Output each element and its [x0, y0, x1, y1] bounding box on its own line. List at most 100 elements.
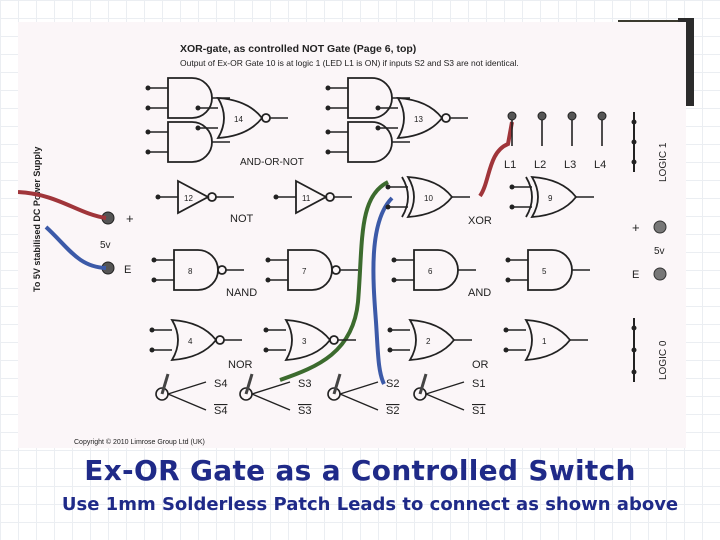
aoi-and-bot-0-input-pin	[145, 129, 151, 135]
not-gate-12-input-pin	[155, 194, 161, 200]
aoi-and-bot-0-input-pin	[145, 149, 151, 155]
aoi-and-top-1	[347, 77, 393, 119]
nor-gate-3-input-pin	[263, 327, 269, 333]
and-gate-5-input-pin	[505, 257, 511, 263]
switch-bar-label-s3: S3	[298, 405, 311, 417]
led-label-1: L1	[504, 159, 516, 171]
or-gate-2-input-pin	[387, 347, 393, 353]
logic-rail-pin	[631, 119, 637, 125]
switch-3-lead-down	[339, 393, 379, 411]
label-and: AND	[468, 287, 491, 299]
xor-gate-10-input-pin	[385, 204, 391, 210]
and-gate-6-number: 6	[428, 267, 433, 276]
nor-gate-3-number: 3	[302, 337, 307, 346]
xor-gate-10	[406, 175, 454, 219]
aoi-and-bot-1-input-pin	[325, 129, 331, 135]
nor-gate-3	[284, 318, 332, 362]
xor-gate-9	[530, 175, 578, 219]
not-gate-11-number: 11	[302, 194, 311, 203]
right-plus-terminal	[653, 220, 667, 234]
not-gate-12	[177, 179, 210, 215]
switch-1-lead-down	[167, 393, 207, 411]
and-gate-6-input-pin	[391, 277, 397, 283]
label-xor: XOR	[468, 215, 492, 227]
label-not: NOT	[230, 213, 254, 225]
switch-bar-label-s2: S2	[386, 405, 399, 417]
nor-gate-4-input-pin	[149, 327, 155, 333]
xor-gate-9-xor-arc	[525, 176, 533, 218]
or-gate-2-input-pin	[387, 327, 393, 333]
aoi-nor-1-number: 13	[414, 115, 423, 124]
switch-label-s1: S1	[472, 378, 485, 390]
slide-subtitle: Use 1mm Solderless Patch Leads to connec…	[61, 494, 679, 515]
switch-1-lead-up	[167, 381, 207, 395]
logic0-label: LOGIC 0	[658, 340, 669, 380]
switch-4-lever	[418, 373, 428, 395]
or-gate-1-input-pin	[503, 347, 509, 353]
logic-rail-pin	[631, 325, 637, 331]
right-e-label: E	[632, 269, 639, 281]
nor-gate-4-number: 4	[188, 337, 193, 346]
switch-3-lever	[332, 373, 342, 395]
label-nor: NOR	[228, 359, 253, 371]
xor-gate-9-number: 9	[548, 194, 553, 203]
and-gate-5-input-pin	[505, 277, 511, 283]
switch-label-s3: S3	[298, 378, 311, 390]
xor-gate-10-xor-arc	[401, 176, 409, 218]
aoi-and-bot-1	[347, 121, 393, 163]
not-gate-11-input-pin	[273, 194, 279, 200]
nand-gate-8-input-pin	[151, 277, 157, 283]
xor-gate-10-input-pin	[385, 184, 391, 190]
or-gate-1-input-pin	[503, 327, 509, 333]
and-gate-5-number: 5	[542, 267, 547, 276]
switch-2-lead-down	[251, 393, 291, 411]
aoi-and-bot-1-input-pin	[325, 149, 331, 155]
led-label-3: L3	[564, 159, 576, 171]
or-gate-2	[408, 318, 456, 362]
led-label-2: L2	[534, 159, 546, 171]
red-supply-wire	[18, 190, 107, 220]
copyright-text: Copyright © 2010 Limrose Group Ltd (UK)	[74, 438, 205, 446]
label-and-or-not: AND-OR-NOT	[240, 157, 304, 168]
and-gate-6	[413, 249, 459, 291]
logic-rail-pin	[631, 347, 637, 353]
logic-rail-pin	[631, 369, 637, 375]
nor-gate-4-bubble	[215, 335, 225, 345]
switch-label-s4: S4	[214, 378, 227, 390]
logic-rail-pin	[631, 139, 637, 145]
diagram-heading: XOR-gate, as controlled NOT Gate (Page 6…	[180, 43, 416, 55]
switch-label-s2: S2	[386, 378, 399, 390]
red-patch-lead	[478, 121, 514, 198]
logic-rail-pin	[631, 159, 637, 165]
logic1-label: LOGIC 1	[658, 142, 669, 182]
led-label-4: L4	[594, 159, 606, 171]
blue-patch-lead	[371, 196, 394, 385]
and-gate-5	[527, 249, 573, 291]
right-volt-label: 5v	[654, 246, 665, 257]
aoi-and-top-1-input-pin	[325, 85, 331, 91]
nand-gate-7	[287, 249, 333, 291]
nand-gate-7-number: 7	[302, 267, 307, 276]
switch-4-lead-up	[425, 381, 465, 395]
xor-gate-10-number: 10	[424, 194, 433, 203]
nand-gate-8-input-pin	[151, 257, 157, 263]
nor-gate-3-bubble	[329, 335, 339, 345]
xor-gate-9-input-pin	[509, 184, 515, 190]
left-plus-label: +	[126, 211, 134, 226]
blue-supply-wire	[44, 225, 107, 270]
led-2	[537, 111, 547, 121]
aoi-and-top-0-input-pin	[145, 85, 151, 91]
nor-gate-4-input-pin	[149, 347, 155, 353]
aoi-and-top-0-input-pin	[145, 105, 151, 111]
nor-gate-3-input-pin	[263, 347, 269, 353]
switch-4-lead-down	[425, 393, 465, 411]
aoi-nor-0-number: 14	[234, 115, 243, 124]
left-e-label: E	[124, 264, 131, 276]
and-gate-6-input-pin	[391, 257, 397, 263]
label-or: OR	[472, 359, 489, 371]
nand-gate-7-bubble	[331, 265, 341, 275]
nand-gate-8	[173, 249, 219, 291]
aoi-nor-0-input-pin	[195, 105, 201, 111]
led-3	[567, 111, 577, 121]
